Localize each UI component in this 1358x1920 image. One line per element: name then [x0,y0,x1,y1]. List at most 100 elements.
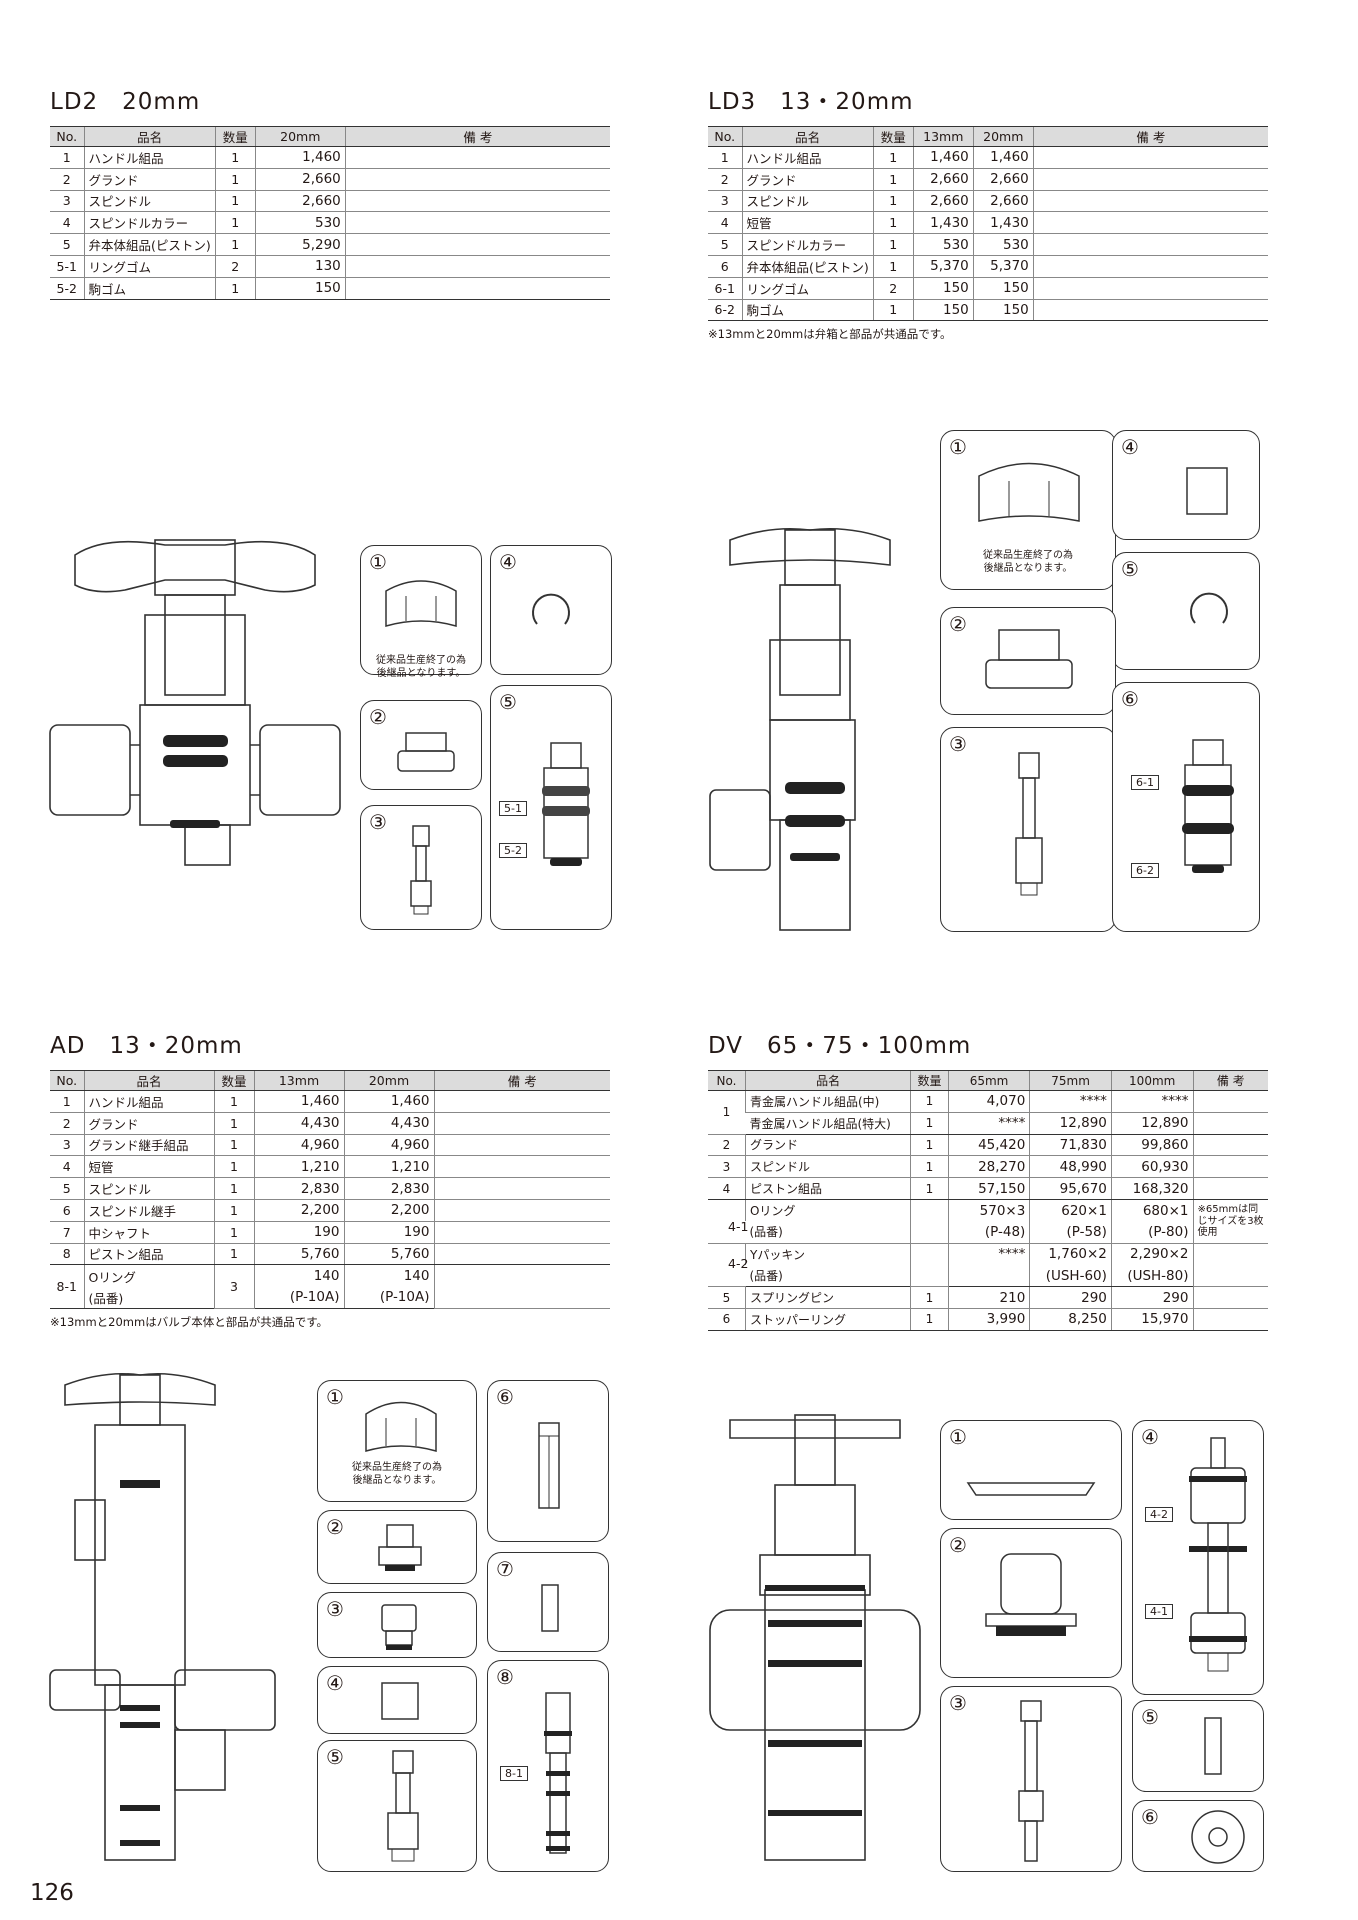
table-cell: スピンドル [744,1155,911,1179]
ad-81-v20a: 140 [343,1264,434,1287]
ad-81-name2: (品番) [83,1286,214,1309]
table-cell [1192,1308,1268,1331]
ld3-part-6-box: ⑥ 6-1 6-2 [1112,682,1260,932]
column-header: 65mm [947,1070,1030,1091]
table-cell: ストッパーリング [744,1308,911,1331]
table-cell: 1 [910,1308,949,1331]
table-cell [1032,146,1268,169]
table-cell: 5 [708,1286,746,1309]
table-cell: 1,430 [972,211,1034,235]
ld2-part-4-box: ④ [490,545,612,675]
table-cell: 3 [708,190,742,213]
collar-icon [1190,592,1228,624]
column-header: No. [50,126,84,147]
table-cell: 4,430 [253,1112,344,1135]
dv-r1a-75: **** [1029,1090,1112,1113]
table-cell: 290 [1110,1286,1193,1309]
ld2-valve-illustration [49,539,341,866]
table-cell: 150 [972,277,1034,300]
dv-41-b2: (P-58) [1029,1221,1112,1244]
dv-42-b1: 1,760×2 [1029,1243,1112,1265]
table-cell: グランド [741,168,874,191]
collar-icon [532,593,570,625]
ad-81-v13b: (P-10A) [253,1286,344,1309]
table-cell: 1,210 [253,1155,344,1179]
handle-wheel-icon [966,1482,1096,1496]
table-cell: 530 [912,233,974,256]
ad-part-4-box: ④ [317,1666,477,1734]
column-header: 20mm [972,126,1034,147]
table-cell: 弁本体組品(ピストン) [741,255,874,278]
table-cell: 4,960 [253,1134,344,1157]
dv-41-a1: 570×3 [947,1199,1030,1222]
column-header: 数量 [910,1070,949,1091]
table-cell: 1,460 [912,146,974,169]
part-number: ⑥ [496,1385,514,1409]
column-header: 数量 [872,126,914,147]
table-cell: 150 [972,299,1034,322]
table-cell: 2,830 [253,1177,344,1200]
piston-icon [1189,1437,1247,1672]
part-number: ② [949,612,967,636]
dv-r1a-65: 4,070 [947,1090,1030,1113]
table-cell: 1 [910,1155,949,1179]
table-cell: 150 [912,277,974,300]
table-cell: 1 [910,1134,949,1157]
ld2-part-3-box: ③ [360,805,482,930]
column-header: 数量 [213,1070,254,1091]
table-cell: 1 [872,255,914,278]
table-cell [344,277,610,300]
table-cell [1032,211,1268,235]
table-cell: 5,290 [254,233,346,256]
column-header: 13mm [253,1070,344,1091]
table-cell [433,1199,610,1222]
table-cell: 中シャフト [83,1221,214,1244]
part-number: ⑥ [1141,1805,1159,1829]
table-cell: 28,270 [947,1155,1030,1179]
table-cell: ハンドル組品 [741,146,874,169]
table-cell: ピストン組品 [83,1243,214,1266]
table-cell [433,1177,610,1200]
table-cell: 8,250 [1029,1308,1112,1331]
ld3-valve-illustration [709,528,891,931]
table-cell: 1 [213,1112,254,1135]
table-cell: スピンドル [83,1177,214,1200]
table-cell: 2 [708,168,742,191]
table-cell: 2,830 [343,1177,434,1200]
table-cell [433,1112,610,1135]
ld3-drawing [700,520,920,940]
table-cell: リングゴム [741,277,874,300]
column-header: No. [708,126,742,147]
table-cell: 3,990 [947,1308,1030,1331]
handle-icon [978,462,1080,522]
piston-icon [544,1692,572,1854]
part-number: ⑤ [1121,557,1139,581]
table-cell: 1 [872,211,914,235]
ad-note: ※13mmと20mmはバルブ本体と部品が共通品です。 [50,1314,329,1329]
dv-r1a-100: **** [1110,1090,1193,1113]
table-cell: グランド [83,168,216,191]
dv-41-remark: ※65mmは同じサイズを3枚使用 [1192,1199,1268,1244]
handle-icon [385,580,457,627]
dv-42-a1: **** [947,1243,1030,1265]
part-number: ① [369,550,387,574]
part-number: ① [949,435,967,459]
dv-part-2-box: ② [940,1528,1122,1678]
ad-81-v20b: (P-10A) [343,1286,434,1309]
ad-part-7-box: ⑦ [487,1552,609,1652]
table-cell: 1 [910,1286,949,1309]
table-cell: 1 [708,146,742,169]
column-header: 20mm [343,1070,434,1091]
